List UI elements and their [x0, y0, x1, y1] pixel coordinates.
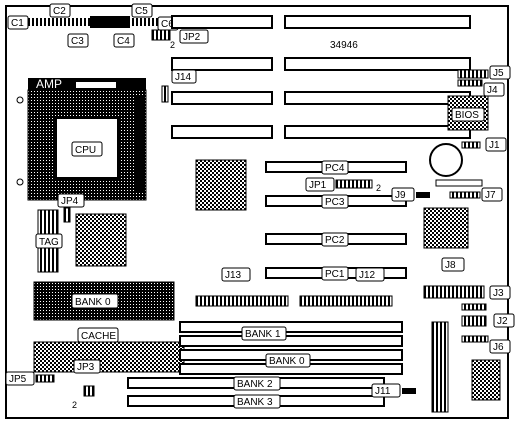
- svg-text:J12: J12: [359, 270, 376, 281]
- capacitor-row: [22, 16, 172, 28]
- c4-label: C4: [113, 33, 135, 48]
- bank3-slot: BANK 3: [127, 394, 385, 409]
- svg-text:J9: J9: [395, 190, 406, 201]
- j1-header: J1: [461, 137, 507, 152]
- j2-header: J2: [461, 313, 515, 328]
- c3-label: C3: [67, 33, 89, 48]
- board-outline: [5, 5, 509, 419]
- j11-header: J11: [371, 383, 416, 398]
- svg-text:J2: J2: [497, 316, 508, 327]
- battery: [429, 143, 483, 187]
- svg-text:BIOS: BIOS: [455, 110, 479, 121]
- jp5-jumper: JP5: [5, 371, 55, 386]
- svg-text:J1: J1: [489, 140, 500, 151]
- svg-text:J4: J4: [487, 85, 498, 96]
- j3-header: J3: [461, 285, 511, 311]
- j6-header: J6: [461, 335, 511, 354]
- svg-text:JP2: JP2: [183, 32, 201, 43]
- svg-text:JP5: JP5: [9, 374, 27, 385]
- io-chip: [75, 213, 127, 267]
- board-id: 34946: [330, 40, 358, 51]
- j9-header: J9: [391, 187, 430, 202]
- j14-header: J14: [161, 69, 197, 103]
- svg-text:J6: J6: [493, 342, 504, 353]
- tag-ram: TAG: [35, 209, 63, 273]
- chipset-chip: [195, 159, 247, 211]
- pc1-label: PC1: [321, 266, 349, 281]
- isa-slots: [171, 15, 471, 139]
- svg-text:J5: J5: [493, 68, 504, 79]
- svg-text:JP4: JP4: [61, 196, 79, 207]
- svg-text:J11: J11: [375, 386, 391, 397]
- svg-text:C2: C2: [53, 6, 66, 17]
- c2-label: C2: [49, 3, 71, 18]
- svg-text:CPU: CPU: [75, 145, 96, 156]
- svg-text:PC1: PC1: [325, 269, 345, 280]
- svg-text:JP1: JP1: [309, 180, 327, 191]
- svg-text:J14: J14: [175, 72, 192, 83]
- svg-text:BANK 0: BANK 0: [269, 356, 305, 367]
- cache-chips: [33, 341, 185, 373]
- svg-text:BANK 1: BANK 1: [245, 329, 281, 340]
- svg-text:TAG: TAG: [39, 237, 59, 248]
- j7-header: J7: [449, 187, 503, 202]
- svg-text:2: 2: [170, 40, 175, 50]
- j8-connector: J8: [423, 257, 485, 299]
- svg-text:PC3: PC3: [325, 197, 345, 208]
- svg-text:AMP: AMP: [36, 77, 62, 91]
- jp1-jumper: JP1 2: [305, 177, 381, 193]
- svg-text:C5: C5: [135, 6, 148, 17]
- cpu-socket: AMP CPU: [16, 77, 147, 201]
- keyboard-connector: [471, 359, 501, 401]
- svg-text:JP3: JP3: [77, 362, 95, 373]
- svg-text:J8: J8: [445, 260, 456, 271]
- svg-text:J7: J7: [485, 190, 496, 201]
- svg-text:J13: J13: [225, 270, 242, 281]
- svg-text:C1: C1: [11, 18, 24, 29]
- svg-text:J3: J3: [493, 288, 504, 299]
- svg-text:BANK 3: BANK 3: [237, 397, 273, 408]
- jp2-jumper: 2 JP2: [151, 29, 209, 50]
- j5-header: J5: [457, 65, 511, 80]
- svg-text:C4: C4: [117, 36, 130, 47]
- simm-bank1-label: BANK 1: [241, 326, 287, 341]
- j12-connector: J12: [299, 267, 393, 307]
- bios-chip: BIOS: [447, 95, 489, 131]
- pc3-label: PC3: [321, 194, 349, 209]
- jp4-jumper: JP4: [57, 193, 85, 223]
- cache-bank0: BANK 0: [33, 281, 175, 321]
- power-connector: [431, 321, 449, 413]
- svg-text:PC2: PC2: [325, 235, 345, 246]
- svg-text:C3: C3: [71, 36, 84, 47]
- cache-label: CACHE: [77, 327, 119, 343]
- svg-text:2: 2: [72, 400, 77, 410]
- c5-label: C5: [131, 3, 153, 18]
- j4-header: J4: [457, 79, 505, 97]
- svg-text:C6: C6: [161, 19, 174, 30]
- svg-text:BANK 2: BANK 2: [237, 379, 273, 390]
- bank2-slot: BANK 2: [127, 376, 385, 391]
- svg-text:BANK 0: BANK 0: [75, 297, 111, 308]
- j13-connector: J13: [195, 267, 289, 307]
- pc2-label: PC2: [321, 232, 349, 247]
- c1-label: C1: [7, 15, 29, 30]
- jp3-jumper: JP3 2: [72, 359, 101, 410]
- svg-text:CACHE: CACHE: [81, 331, 116, 342]
- simm-bank0-label: BANK 0: [265, 353, 311, 368]
- svg-text:PC4: PC4: [325, 163, 345, 174]
- pc4-label: PC4: [321, 160, 349, 175]
- svg-text:2: 2: [376, 183, 381, 193]
- pci-slots: [265, 161, 407, 279]
- keyboard-controller-chip: [423, 207, 469, 249]
